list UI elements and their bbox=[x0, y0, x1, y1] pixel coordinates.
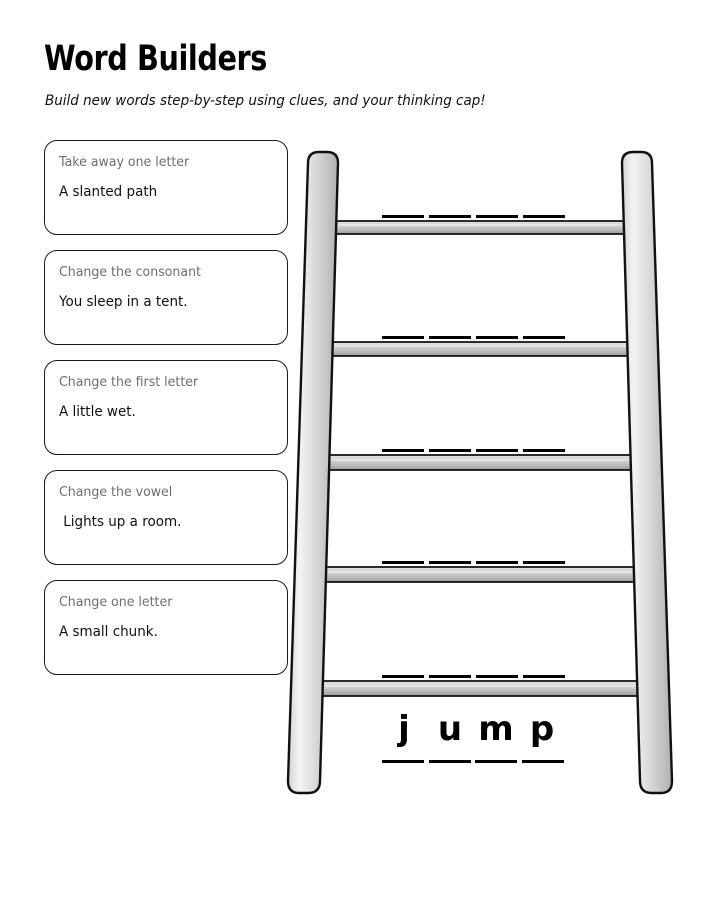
start-word-blank bbox=[521, 760, 564, 763]
answer-blanks-rung-2 bbox=[382, 336, 565, 339]
clue-text: A slanted path bbox=[59, 184, 158, 201]
page-subtitle: Build new words step-by-step using clues… bbox=[45, 93, 486, 109]
start-word-letter: p bbox=[529, 709, 555, 749]
start-word: j u m p bbox=[378, 712, 568, 774]
start-word-letter: u bbox=[437, 709, 463, 749]
answer-blanks-rung-1 bbox=[382, 215, 565, 218]
ladder-rung-5 bbox=[290, 680, 670, 697]
ladder-rung-2 bbox=[316, 341, 644, 357]
page-title: Word Builders bbox=[44, 39, 267, 79]
start-word-letters: j u m p bbox=[378, 712, 568, 746]
clue-text: A little wet. bbox=[59, 404, 136, 421]
clue-text: You sleep in a tent. bbox=[59, 294, 188, 311]
start-word-blanks bbox=[382, 760, 564, 763]
clue-instruction: Change the consonant bbox=[59, 264, 201, 280]
ladder-rung-1 bbox=[324, 220, 636, 235]
start-word-letter: j bbox=[398, 709, 410, 749]
ladder-rail-left bbox=[286, 150, 340, 795]
ladder-rungs bbox=[290, 220, 670, 697]
clue-instruction: Change the first letter bbox=[59, 374, 199, 390]
start-word-blank bbox=[428, 760, 471, 763]
clue-instruction: Take away one letter bbox=[59, 154, 190, 170]
clue-box-1[interactable]: Take away one letter A slanted path bbox=[44, 140, 288, 235]
ladder-graphic bbox=[286, 150, 674, 795]
start-word-letter: m bbox=[478, 709, 514, 749]
clue-box-2[interactable]: Change the consonant You sleep in a tent… bbox=[44, 250, 288, 345]
clue-box-4[interactable]: Change the vowel Lights up a room. bbox=[44, 470, 288, 565]
ladder-rail-right bbox=[620, 150, 674, 795]
clue-text: A small chunk. bbox=[59, 624, 158, 641]
clue-instruction: Change the vowel bbox=[59, 484, 173, 500]
start-word-blank bbox=[475, 760, 518, 763]
clue-instruction: Change one letter bbox=[59, 594, 173, 610]
answer-blanks-rung-3 bbox=[382, 449, 565, 452]
clue-text: Lights up a room. bbox=[59, 514, 182, 531]
answer-blanks-rung-5 bbox=[382, 675, 565, 678]
ladder-rung-3 bbox=[308, 454, 652, 471]
clue-box-5[interactable]: Change one letter A small chunk. bbox=[44, 580, 288, 675]
ladder-rails bbox=[286, 150, 674, 795]
clue-list: Take away one letter A slanted path Chan… bbox=[44, 140, 288, 690]
clue-box-3[interactable]: Change the first letter A little wet. bbox=[44, 360, 288, 455]
word-ladder bbox=[280, 145, 680, 815]
ladder-answer-blanks bbox=[382, 215, 565, 678]
ladder-rung-4 bbox=[299, 566, 661, 583]
answer-blanks-rung-4 bbox=[382, 561, 565, 564]
start-word-blank bbox=[382, 760, 424, 763]
